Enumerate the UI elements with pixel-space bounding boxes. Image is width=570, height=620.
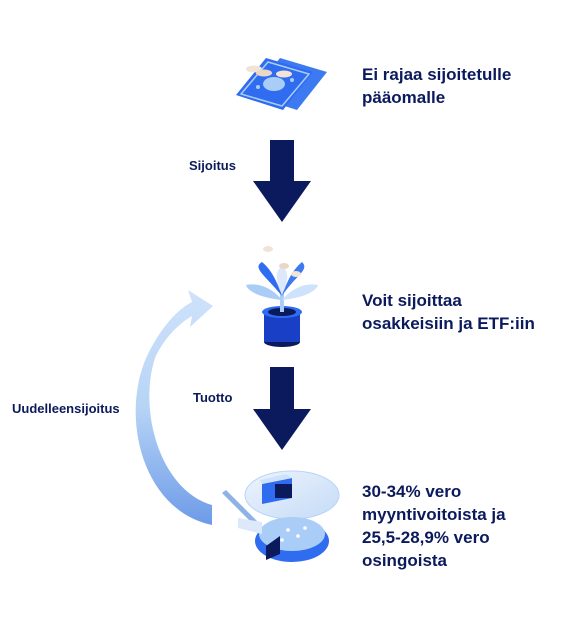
step-text-capital: Ei rajaa sijoitetulle pääomalle [362, 63, 562, 109]
step-text-invest: Voit sijoittaa osakkeisiin ja ETF:iin [362, 289, 562, 335]
money-bill-icon [236, 58, 327, 110]
step-text-line: osakkeisiin ja ETF:iin [362, 314, 535, 333]
step-text-line: osingoista [362, 551, 448, 570]
reinvestment-loop-arrow [135, 290, 213, 525]
arrow-label-tuotto: Tuotto [193, 390, 233, 405]
cake-icon [222, 470, 340, 562]
step-text-line: Ei rajaa sijoitetulle [362, 65, 512, 84]
plant-pot-icon [246, 246, 318, 347]
loop-label: Uudelleensijoitus [12, 401, 120, 416]
arrow-label-sijoitus: Sijoitus [189, 158, 236, 173]
down-arrow-tuotto [253, 367, 311, 450]
step-text-line: pääomalle [362, 88, 446, 107]
step-text-tax: 30-34% vero myyntivoitoista ja 25,5-28,9… [362, 480, 562, 572]
step-text-line: myyntivoitoista ja [362, 505, 506, 524]
step-text-line: 25,5-28,9% vero [362, 528, 490, 547]
down-arrow-sijoitus [253, 140, 311, 222]
step-text-line: 30-34% vero [362, 482, 462, 501]
step-text-line: Voit sijoittaa [362, 291, 462, 310]
